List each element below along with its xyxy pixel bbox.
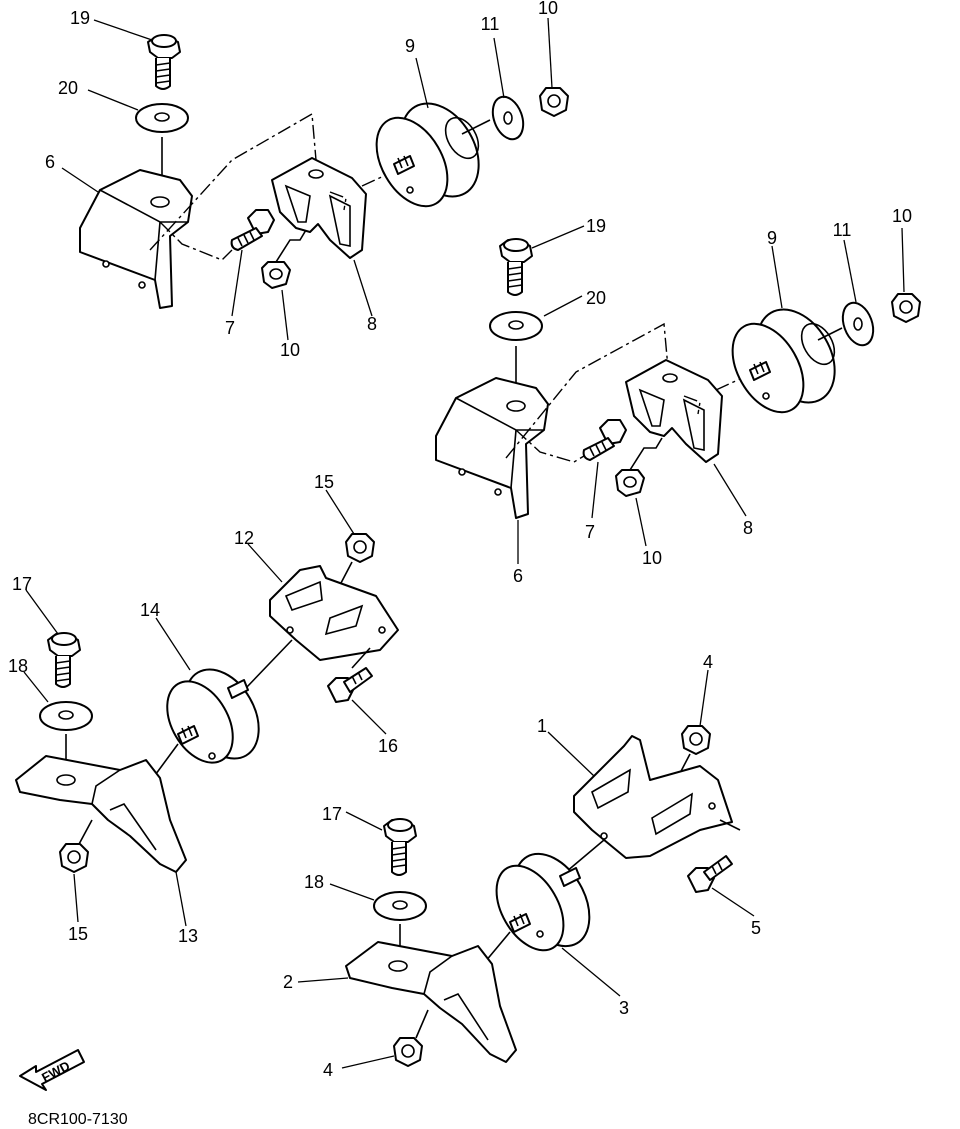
bolt-7-upper-right bbox=[582, 419, 627, 461]
callout-10: 10 bbox=[538, 0, 558, 18]
callout-17: 17 bbox=[12, 574, 32, 594]
bracket-1 bbox=[573, 735, 733, 859]
callout-17: 17 bbox=[322, 804, 342, 824]
bracket-8-upper-right bbox=[625, 359, 723, 463]
mount-3 bbox=[495, 852, 591, 952]
bracket-8-upper-left bbox=[271, 157, 367, 259]
callout-19: 19 bbox=[586, 216, 606, 236]
callout-15: 15 bbox=[68, 924, 88, 944]
nut-15-middle bbox=[345, 533, 375, 563]
washer-18-right bbox=[373, 891, 427, 921]
washer-20-upper-right bbox=[489, 311, 543, 341]
callout-4: 4 bbox=[323, 1060, 333, 1080]
callout-3: 3 bbox=[619, 998, 629, 1018]
bracket-6-upper-left bbox=[79, 169, 193, 309]
callout-6: 6 bbox=[513, 566, 523, 586]
mount-14 bbox=[166, 668, 260, 764]
mount-9-upper-right bbox=[731, 308, 843, 414]
bracket-2 bbox=[345, 941, 517, 1063]
callout-19: 19 bbox=[70, 8, 90, 28]
bracket-13 bbox=[15, 755, 187, 873]
callout-18: 18 bbox=[8, 656, 28, 676]
bracket-12 bbox=[269, 565, 399, 661]
callout-7: 7 bbox=[585, 522, 595, 542]
callout-5: 5 bbox=[751, 918, 761, 938]
bolt-7-upper-left bbox=[230, 209, 275, 251]
callout-6: 6 bbox=[45, 152, 55, 172]
callout-9: 9 bbox=[767, 228, 777, 248]
callout-10: 10 bbox=[642, 548, 662, 568]
callout-1: 1 bbox=[537, 716, 547, 736]
nut-4-upper bbox=[681, 725, 711, 755]
bolt-17-left bbox=[47, 632, 81, 688]
washer-20-upper-left bbox=[135, 103, 189, 133]
nut-10-upper-left bbox=[539, 87, 569, 117]
callout-11: 11 bbox=[833, 220, 852, 240]
callout-13: 13 bbox=[178, 926, 198, 946]
nut-10-upper-right bbox=[891, 293, 921, 323]
bolt-16 bbox=[327, 667, 373, 703]
callout-8: 8 bbox=[367, 314, 377, 334]
callout-10: 10 bbox=[892, 206, 912, 226]
callout-11: 11 bbox=[481, 14, 500, 34]
fwd-label: FWD bbox=[39, 1058, 72, 1085]
fwd-arrow-icon: FWD bbox=[19, 1049, 85, 1091]
nut-15-left bbox=[59, 843, 89, 873]
callout-15: 15 bbox=[314, 472, 334, 492]
callout-20: 20 bbox=[58, 78, 78, 98]
bracket-6-upper-right bbox=[435, 377, 549, 519]
bolt-17-right bbox=[383, 818, 417, 876]
callout-12: 12 bbox=[234, 528, 254, 548]
washer-11-upper-right bbox=[841, 301, 875, 347]
callout-18: 18 bbox=[304, 872, 324, 892]
bolt-19-upper-right bbox=[499, 238, 533, 296]
nut-4-lower bbox=[393, 1037, 423, 1067]
callout-10: 10 bbox=[280, 340, 300, 360]
catalog-code: 8CR100-7130 bbox=[28, 1111, 128, 1128]
callout-4: 4 bbox=[703, 652, 713, 672]
bolt-19-upper-left bbox=[147, 34, 181, 90]
washer-18-left bbox=[39, 701, 93, 731]
callout-8: 8 bbox=[743, 518, 753, 538]
washer-11-upper-left bbox=[491, 95, 525, 141]
callout-2: 2 bbox=[283, 972, 293, 992]
bolt-5 bbox=[687, 855, 733, 893]
callout-7: 7 bbox=[225, 318, 235, 338]
nut-10-upper-left-lower bbox=[261, 261, 291, 289]
callout-20: 20 bbox=[586, 288, 606, 308]
callout-14: 14 bbox=[140, 600, 160, 620]
callout-16: 16 bbox=[378, 736, 398, 756]
mount-9-upper-left bbox=[375, 102, 491, 208]
nut-10-upper-right-lower bbox=[615, 469, 645, 497]
callout-9: 9 bbox=[405, 36, 415, 56]
